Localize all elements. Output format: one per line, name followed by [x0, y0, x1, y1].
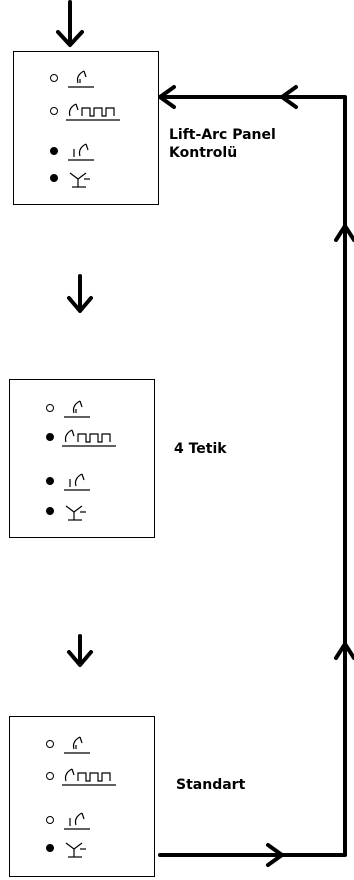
down-arrow-1 [67, 274, 93, 313]
electrode-holder-icon [65, 842, 86, 858]
indicator-light [46, 772, 54, 780]
indicator-light [46, 507, 54, 515]
indicator-light [46, 740, 54, 748]
indicator-light [50, 147, 58, 155]
state-label-standart: Standart [176, 777, 246, 793]
indicator-light [46, 477, 54, 485]
indicator-light [50, 74, 58, 82]
indicator-light [46, 433, 54, 441]
indicator-light [50, 174, 58, 182]
torch-lift-icon [68, 70, 94, 88]
state-panel-lift-arc [13, 51, 159, 205]
electrode-holder-icon [69, 172, 90, 188]
entry-arrow [56, 0, 84, 47]
return-loop [158, 85, 354, 867]
indicator-light [46, 816, 54, 824]
state-panel-standart [9, 716, 155, 877]
state-label-lift-arc: Lift-Arc Panel Kontrolü [169, 127, 276, 161]
torch-pulse-icon [62, 768, 116, 786]
torch-pulse-icon [62, 429, 116, 447]
state-label-4-tetik: 4 Tetik [174, 441, 227, 457]
torch-pulse-icon [66, 103, 120, 121]
down-arrow-2 [67, 634, 93, 667]
electrode-holder-icon [65, 505, 86, 521]
indicator-light [46, 844, 54, 852]
torch-lift-icon [64, 736, 90, 754]
torch-start-icon [68, 143, 94, 161]
indicator-light [50, 107, 58, 115]
indicator-light [46, 404, 54, 412]
torch-start-icon [64, 473, 90, 491]
torch-lift-icon [64, 400, 90, 418]
torch-start-icon [64, 812, 90, 830]
state-panel-4-tetik [9, 379, 155, 538]
